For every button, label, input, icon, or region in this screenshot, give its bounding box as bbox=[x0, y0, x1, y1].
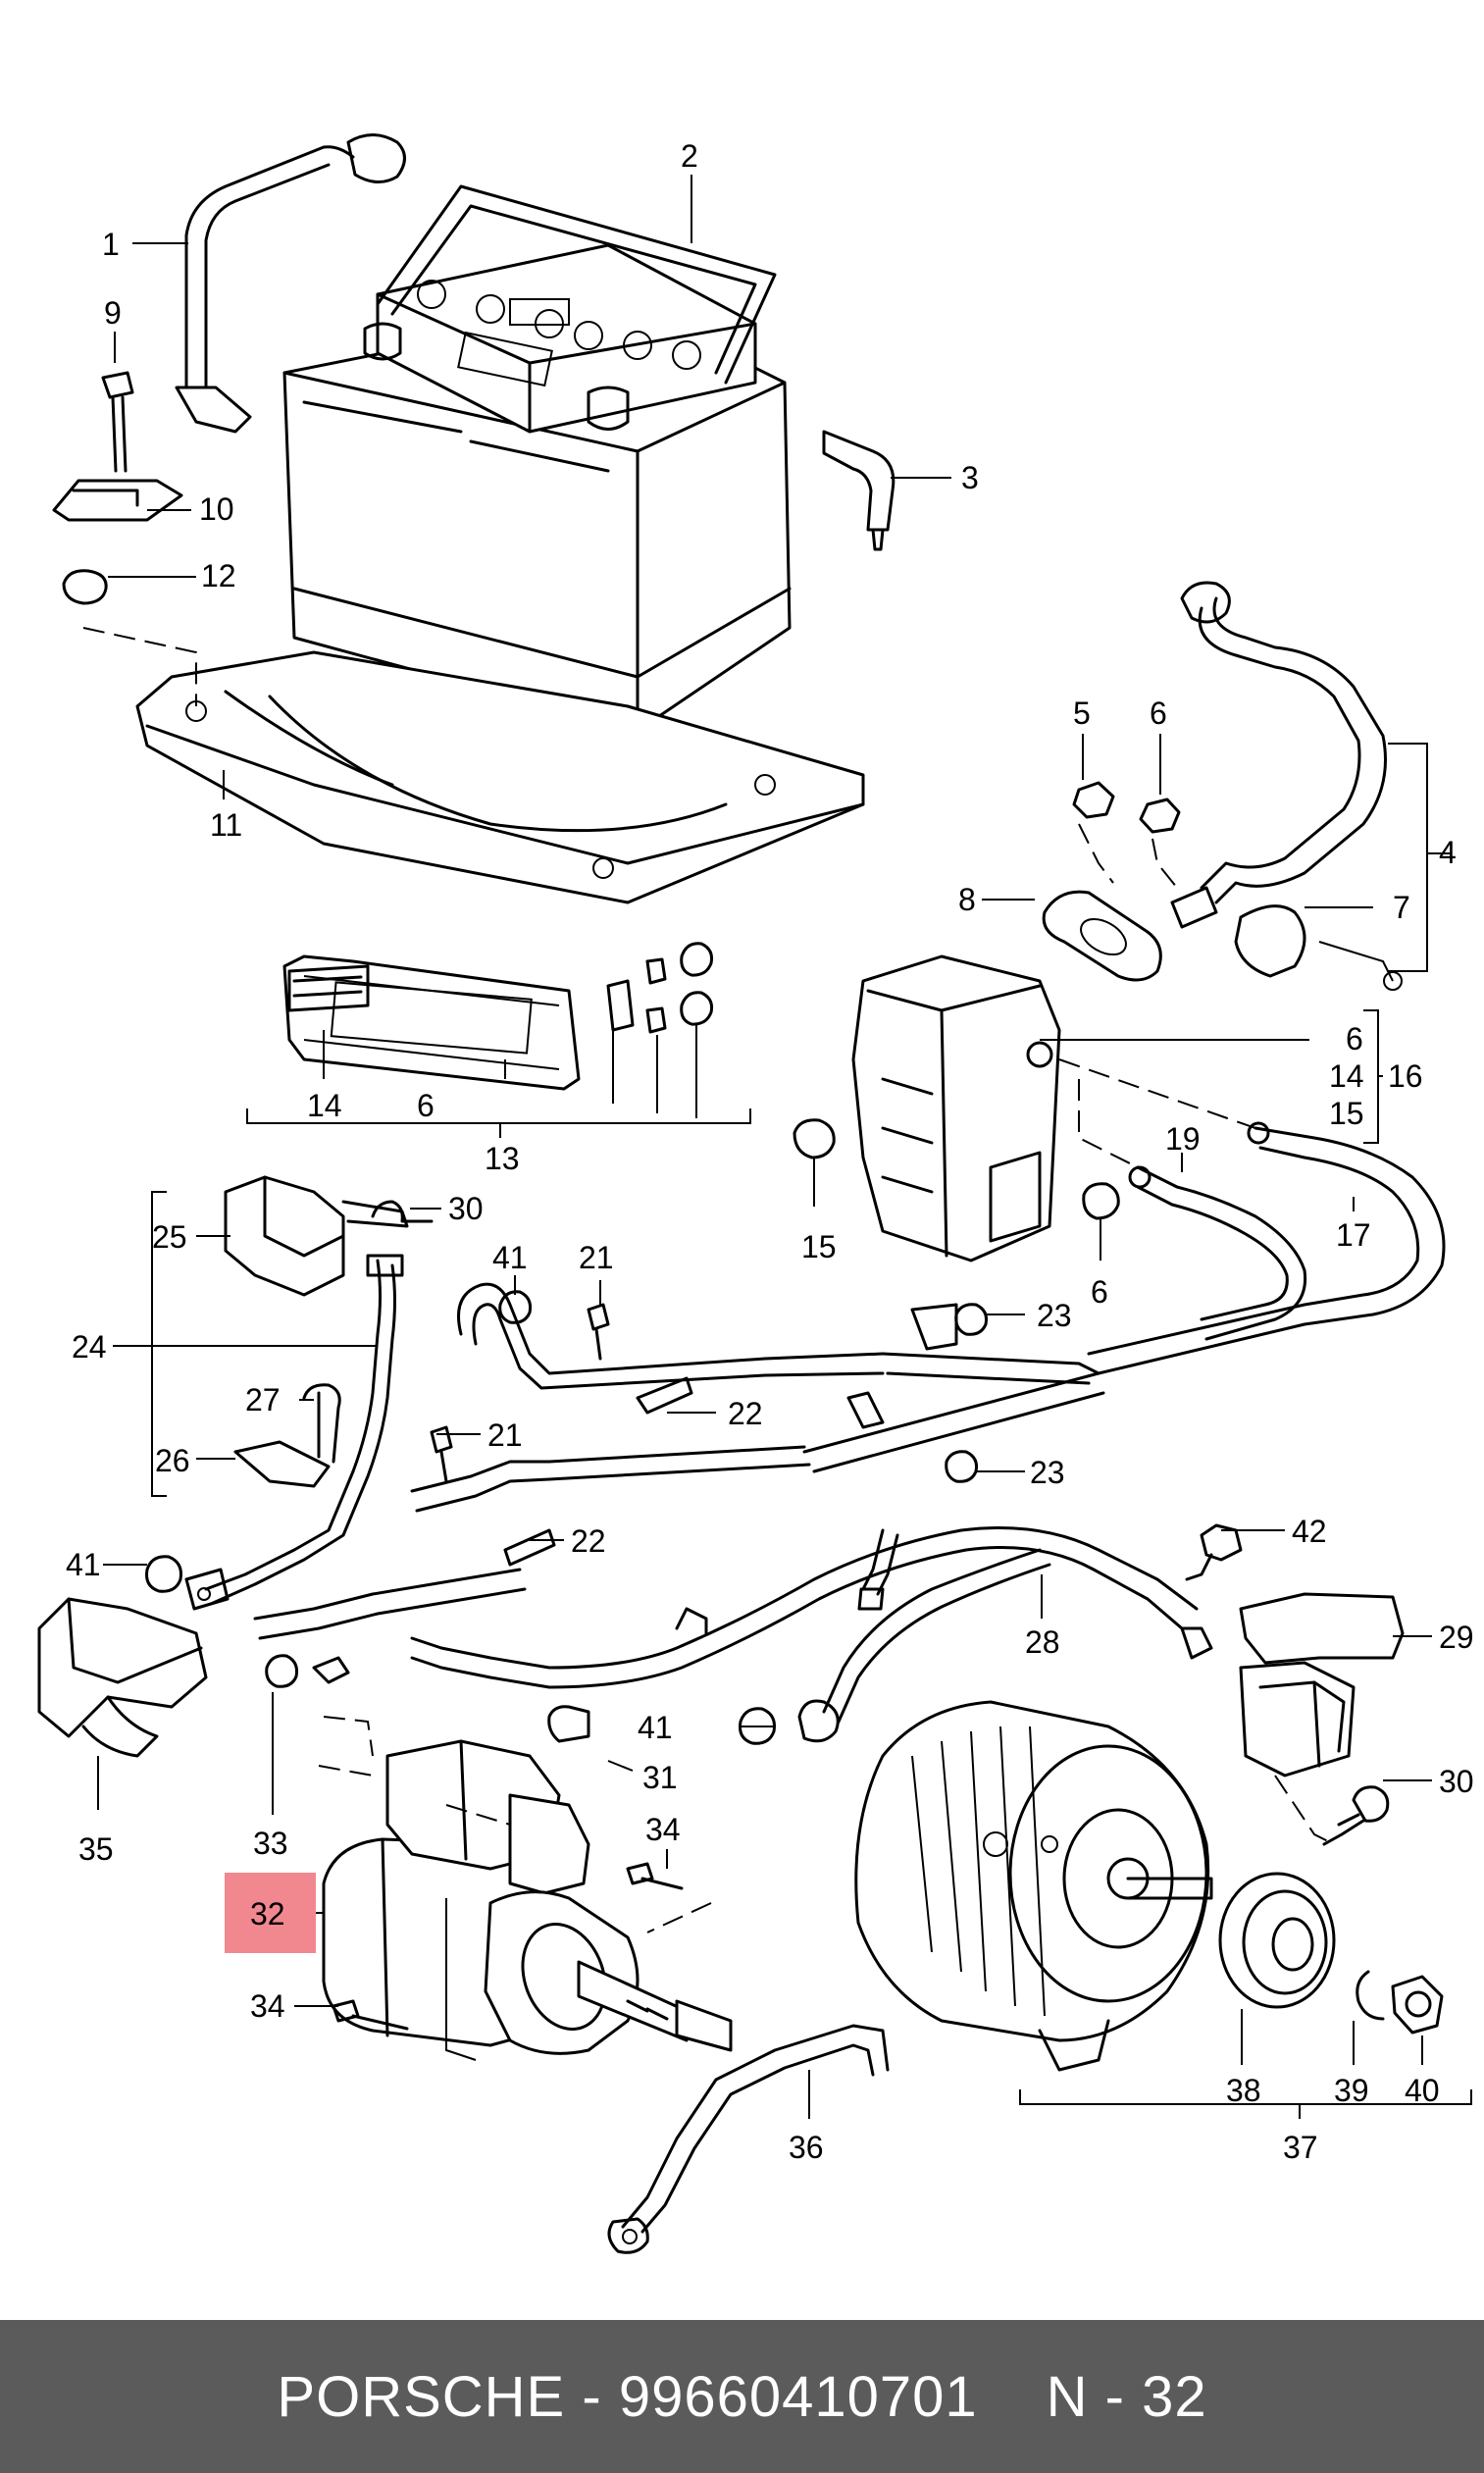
brand-name: PORSCHE bbox=[277, 2364, 566, 2429]
callout-15-right: 15 bbox=[1329, 1096, 1364, 1131]
callout-35: 35 bbox=[78, 1831, 114, 1867]
nut-group-15-6 bbox=[793, 1118, 1120, 1220]
clip-group-21-22-23 bbox=[430, 1290, 988, 1567]
cable-parts-17-19 bbox=[802, 1058, 1446, 1473]
callout-15: 15 bbox=[801, 1229, 837, 1264]
pulley-ring-nut-38-39-40 bbox=[1218, 1872, 1444, 2035]
callout-33: 33 bbox=[253, 1826, 288, 1861]
callout-42: 42 bbox=[1292, 1514, 1327, 1549]
callout-23-top: 23 bbox=[1037, 1298, 1072, 1333]
battery-tray-part-11 bbox=[82, 627, 865, 904]
callout-25: 25 bbox=[152, 1219, 187, 1255]
callout-30-top: 30 bbox=[448, 1191, 484, 1226]
callout-6-left: 6 bbox=[417, 1088, 435, 1123]
callout-37: 37 bbox=[1283, 2130, 1318, 2165]
callout-21-top: 21 bbox=[579, 1240, 614, 1275]
callout-23-bottom: 23 bbox=[1030, 1455, 1065, 1490]
callout-13: 13 bbox=[485, 1141, 520, 1176]
callout-41-middle: 41 bbox=[638, 1710, 673, 1745]
callout-6-right: 6 bbox=[1346, 1021, 1363, 1056]
callout-3: 3 bbox=[961, 460, 979, 495]
callout-14-left: 14 bbox=[307, 1088, 342, 1123]
callout-32: 32 bbox=[250, 1896, 285, 1932]
callout-9: 9 bbox=[104, 295, 122, 331]
callout-28: 28 bbox=[1025, 1624, 1060, 1660]
highlight-box-32 bbox=[225, 1873, 316, 1953]
fuse-box-part-16 bbox=[851, 954, 1061, 1262]
callout-34-top: 34 bbox=[645, 1812, 681, 1847]
callout-27: 27 bbox=[245, 1382, 281, 1417]
seal-part-8 bbox=[1042, 890, 1162, 982]
callout-38: 38 bbox=[1226, 2073, 1261, 2108]
callout-19: 19 bbox=[1165, 1121, 1201, 1157]
callout-11: 11 bbox=[210, 807, 242, 843]
callout-21-bottom: 21 bbox=[487, 1417, 523, 1453]
callout-29: 29 bbox=[1439, 1620, 1474, 1655]
callout-41-left: 41 bbox=[66, 1547, 101, 1582]
callout-17: 17 bbox=[1336, 1217, 1371, 1253]
nut-group-5-6 bbox=[1072, 781, 1181, 889]
callout-34-bottom: 34 bbox=[250, 1988, 285, 2024]
callout-39: 39 bbox=[1334, 2073, 1369, 2108]
starter-motor-part-32 bbox=[312, 1656, 733, 2061]
bolt-clamp-nut-group bbox=[52, 371, 183, 605]
nut-group-41 bbox=[145, 1555, 776, 1745]
callout-6-bottom: 6 bbox=[1091, 1274, 1108, 1310]
callout-41-top: 41 bbox=[492, 1240, 528, 1275]
callout-40: 40 bbox=[1405, 2073, 1440, 2108]
battery-part-2 bbox=[282, 184, 792, 733]
diagram-position: N - 32 bbox=[1046, 2364, 1207, 2429]
callout-4: 4 bbox=[1439, 835, 1457, 870]
callout-12: 12 bbox=[201, 558, 236, 593]
cable-group-part-24 bbox=[151, 1175, 434, 1611]
callout-2: 2 bbox=[681, 138, 698, 174]
positive-cable-part-4 bbox=[1170, 581, 1403, 991]
callout-22-bottom: 22 bbox=[571, 1523, 606, 1559]
footer-brand-and-number: PORSCHE - 99660410701 bbox=[277, 2364, 977, 2430]
switch-bracket-part-29 bbox=[1185, 1523, 1405, 1846]
callout-31: 31 bbox=[642, 1760, 678, 1795]
callout-10: 10 bbox=[199, 491, 234, 527]
callout-6: 6 bbox=[1150, 696, 1167, 731]
callout-24: 24 bbox=[72, 1329, 107, 1365]
callout-14-right: 14 bbox=[1329, 1058, 1364, 1094]
callout-labels: 1 2 3 4 5 6 7 8 9 10 11 12 13 14 6 6 14 … bbox=[66, 138, 1474, 2165]
callout-22-top: 22 bbox=[728, 1396, 763, 1431]
cable-harness-part-28 bbox=[253, 1282, 1213, 1743]
part-number: 99660410701 bbox=[618, 2364, 978, 2429]
callout-30-right: 30 bbox=[1439, 1764, 1474, 1799]
fitting-part-3 bbox=[822, 430, 896, 551]
callout-16: 16 bbox=[1388, 1058, 1423, 1094]
separator: - bbox=[582, 2364, 602, 2429]
callout-1: 1 bbox=[102, 227, 120, 262]
alternator-part-37 bbox=[854, 1700, 1213, 2072]
callout-5: 5 bbox=[1073, 696, 1091, 731]
callout-26: 26 bbox=[155, 1443, 190, 1478]
callout-36: 36 bbox=[789, 2130, 824, 2165]
relay-plate-part-13 bbox=[246, 942, 751, 1138]
callout-8: 8 bbox=[958, 882, 976, 917]
bracket-part-35 bbox=[37, 1597, 208, 1758]
ground-cable-part-36 bbox=[607, 2024, 890, 2254]
callout-7: 7 bbox=[1393, 890, 1410, 925]
battery-cable-part-1 bbox=[175, 133, 406, 434]
part-info-footer: PORSCHE - 99660410701 N - 32 bbox=[0, 2320, 1484, 2473]
leader-lines bbox=[97, 175, 1472, 2119]
parts-diagram: 1 2 3 4 5 6 7 8 9 10 11 12 13 14 6 6 14 … bbox=[37, 133, 1474, 2254]
